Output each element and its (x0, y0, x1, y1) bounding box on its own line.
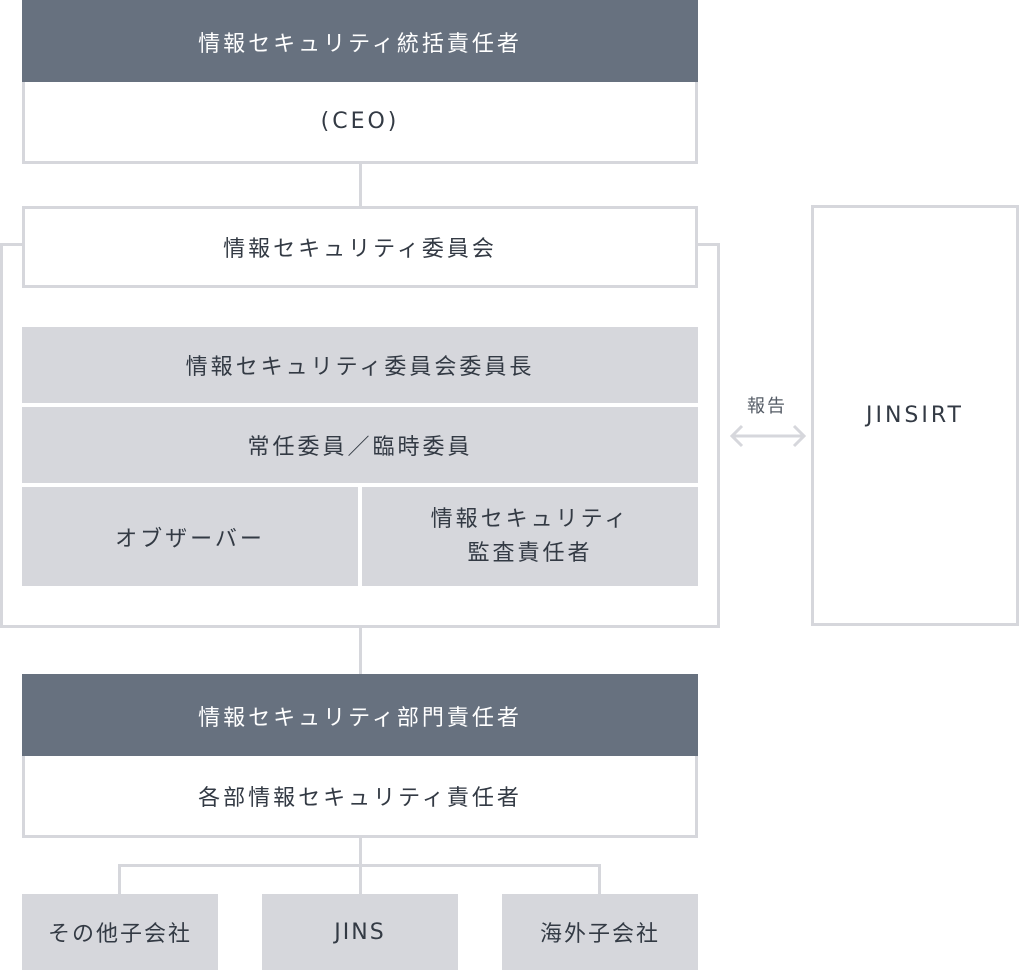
overseas-subsidiaries-text: 海外子会社 (539, 922, 660, 947)
connector-branch-right (598, 864, 601, 894)
connector-department-down (359, 836, 362, 866)
audit-manager-box: 情報セキュリティ 監査責任者 (362, 487, 698, 586)
committee-title-text: 情報セキュリティ委員会 (223, 237, 497, 262)
jinsirt-text: JINSIRT (865, 403, 964, 428)
connector-branch-center (359, 864, 362, 894)
other-subsidiaries-box: その他子会社 (22, 894, 218, 970)
committee-chair-text: 情報セキュリティ委員会委員長 (185, 355, 535, 380)
department-sub-box: 各部情報セキュリティ責任者 (22, 756, 698, 838)
committee-chair-box: 情報セキュリティ委員会委員長 (22, 327, 698, 403)
committee-title-box: 情報セキュリティ委員会 (22, 206, 698, 288)
ceo-box: (CEO) (22, 82, 698, 164)
connector-branch-left (118, 864, 121, 894)
jinsirt-box: JINSIRT (811, 205, 1019, 626)
double-arrow-icon (729, 424, 807, 448)
ceo-text: (CEO) (320, 109, 400, 134)
department-manager-title-text: 情報セキュリティ部門責任者 (198, 706, 522, 731)
report-label: 報告 (747, 396, 787, 417)
department-manager-title: 情報セキュリティ部門責任者 (22, 674, 698, 758)
observer-text: オブザーバー (115, 526, 265, 552)
top-manager-title: 情報セキュリティ統括責任者 (22, 0, 698, 84)
audit-manager-line2: 監査責任者 (467, 540, 593, 566)
observer-box: オブザーバー (22, 487, 358, 586)
jins-box: JINS (262, 894, 458, 970)
jins-text: JINS (334, 919, 386, 945)
connector-committee-department (359, 626, 362, 674)
department-sub-text: 各部情報セキュリティ責任者 (198, 785, 522, 811)
top-manager-title-text: 情報セキュリティ統括責任者 (198, 32, 522, 57)
other-subsidiaries-text: その他子会社 (47, 922, 192, 947)
overseas-subsidiaries-box: 海外子会社 (502, 894, 698, 970)
committee-members-box: 常任委員／臨時委員 (22, 407, 698, 483)
audit-manager-line1: 情報セキュリティ (430, 506, 630, 532)
connector-ceo-committee (359, 162, 362, 206)
committee-members-text: 常任委員／臨時委員 (247, 435, 473, 460)
